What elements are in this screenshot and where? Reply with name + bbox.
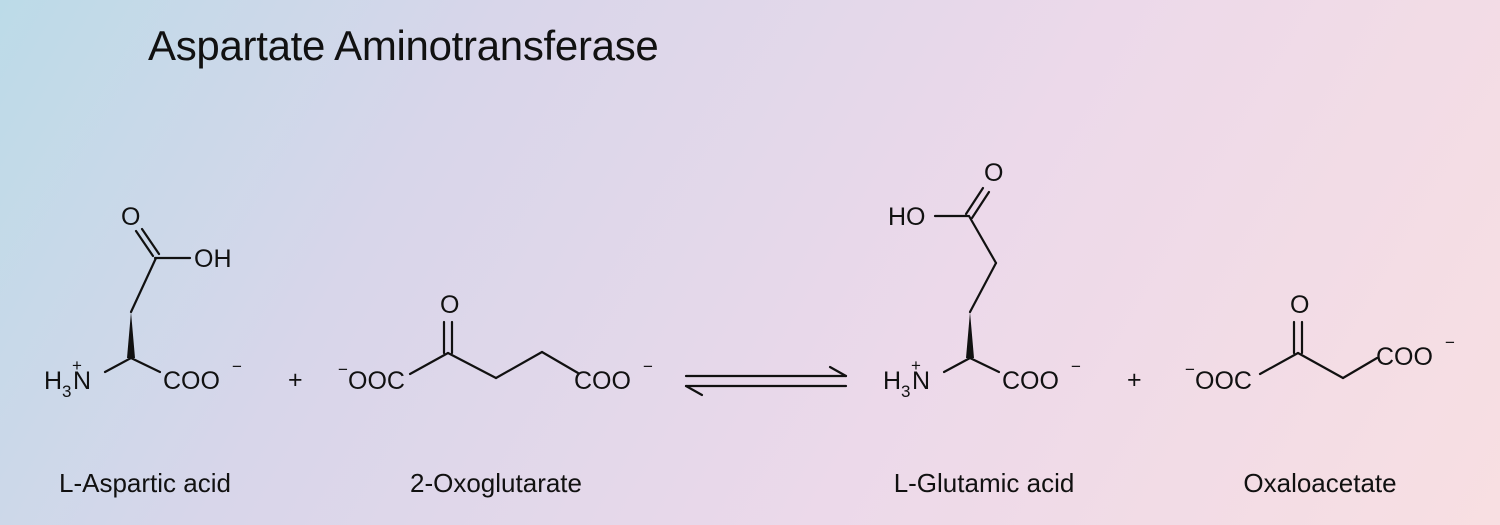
atom-subscript: 3	[62, 382, 71, 401]
atom-subscript: 3	[901, 382, 910, 401]
bond	[1296, 351, 1345, 380]
bond	[964, 186, 985, 216]
bond	[446, 351, 498, 380]
bond	[494, 350, 544, 380]
atom-label: N	[73, 367, 91, 395]
equilibrium-arrow	[684, 365, 848, 397]
bond	[103, 356, 133, 374]
bond	[134, 229, 155, 258]
bond	[828, 365, 848, 378]
bond	[408, 351, 450, 376]
charge-label: −	[1445, 333, 1455, 352]
diagram-title: Aspartate Aminotransferase	[148, 22, 659, 69]
bond	[967, 214, 998, 265]
atom-label: O	[121, 203, 140, 231]
atom-label: COO	[1376, 343, 1433, 371]
wedge-bond	[966, 312, 974, 358]
atom-label: OOC	[1195, 367, 1252, 395]
atom-label: H	[883, 367, 901, 395]
atom-label: O	[440, 291, 459, 319]
compound-label-2-oxoglutarate: 2-Oxoglutarate	[410, 468, 582, 498]
bond	[970, 190, 991, 220]
charge-label: −	[338, 360, 348, 379]
atom-label: O	[984, 159, 1003, 187]
bond	[140, 227, 161, 256]
atom-label: HO	[888, 203, 926, 231]
charge-label: −	[1071, 357, 1081, 376]
charge-label: +	[72, 356, 82, 375]
bond	[942, 356, 972, 374]
wedge-bond	[127, 312, 135, 358]
charge-label: −	[232, 357, 242, 376]
charge-label: +	[911, 356, 921, 375]
bond	[1341, 356, 1379, 380]
compound-label-l-aspartic-acid: L-Aspartic acid	[59, 468, 231, 498]
bond	[684, 384, 704, 397]
bond	[540, 350, 580, 375]
structure-2-oxoglutarate: O − OOC COO −	[338, 291, 653, 395]
atom-label: H	[44, 367, 62, 395]
structure-l-aspartic-acid: O OH H 3 N + COO −	[44, 203, 242, 401]
bond	[968, 261, 998, 314]
bond	[129, 356, 162, 374]
structure-l-glutamic-acid: O HO H 3 N + COO −	[883, 159, 1081, 401]
bond	[1258, 351, 1300, 376]
atom-label: OH	[194, 245, 232, 273]
atom-label: COO	[574, 367, 631, 395]
atom-label: O	[1290, 291, 1309, 319]
atom-label: N	[912, 367, 930, 395]
charge-label: −	[643, 357, 653, 376]
plus-operator: +	[288, 366, 303, 394]
compound-label-oxaloacetate: Oxaloacetate	[1243, 468, 1397, 498]
bond	[129, 256, 158, 314]
structure-oxaloacetate: O − OOC COO −	[1185, 291, 1455, 395]
atom-label: COO	[1002, 367, 1059, 395]
atom-label: OOC	[348, 367, 405, 395]
compound-label-l-glutamic-acid: L-Glutamic acid	[893, 468, 1075, 498]
atom-label: COO	[163, 367, 220, 395]
bond	[968, 356, 1001, 374]
charge-label: −	[1185, 360, 1195, 379]
plus-operator: +	[1127, 366, 1142, 394]
